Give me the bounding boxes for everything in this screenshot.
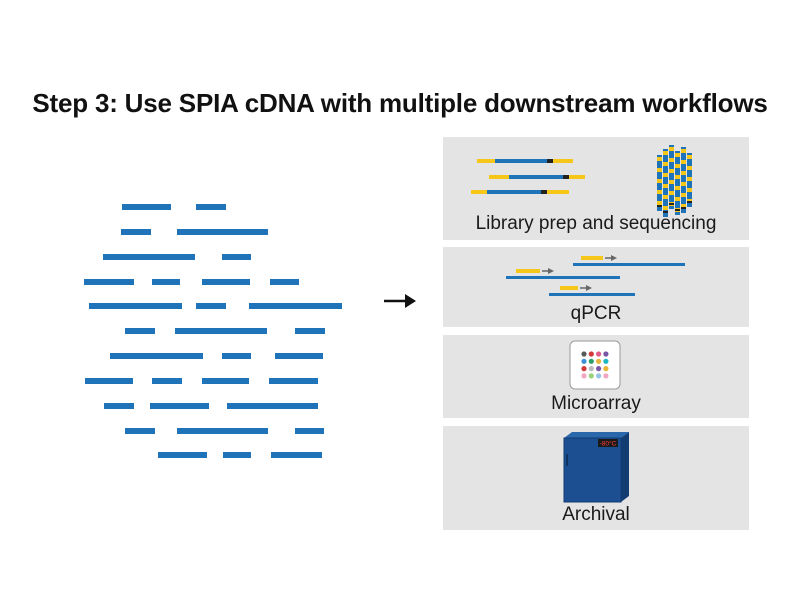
sequencing-cluster xyxy=(657,145,692,217)
cdna-fragment xyxy=(104,403,134,409)
cdna-fragment xyxy=(223,452,251,458)
cdna-fragment xyxy=(152,279,180,285)
panel-library-prep: Library prep and sequencing xyxy=(443,137,749,240)
cdna-fragment xyxy=(103,254,195,260)
cdna-fragments xyxy=(84,204,342,458)
cdna-fragment xyxy=(177,428,268,434)
cdna-fragment xyxy=(158,452,207,458)
cdna-fragment xyxy=(295,428,324,434)
cdna-fragment xyxy=(84,279,134,285)
cdna-fragment xyxy=(222,353,251,359)
panel-archival: -80°C Archival xyxy=(443,426,749,530)
cdna-fragment xyxy=(269,378,318,384)
sequencing-icon xyxy=(471,145,692,217)
microarray-spots xyxy=(581,351,609,379)
freezer-icon: -80°C xyxy=(563,432,629,503)
cdna-fragment xyxy=(295,328,325,334)
cdna-fragment xyxy=(202,378,249,384)
cdna-fragment xyxy=(227,403,318,409)
cdna-fragment xyxy=(175,328,267,334)
panel-label-archival: Archival xyxy=(562,504,630,525)
cdna-fragment xyxy=(270,279,299,285)
qpcr-icon xyxy=(506,255,685,296)
cdna-fragment xyxy=(222,254,251,260)
adapter-ligated-fragments xyxy=(471,159,585,194)
cdna-fragment xyxy=(202,279,250,285)
cdna-fragment xyxy=(125,328,155,334)
cdna-fragment xyxy=(177,229,268,235)
cdna-fragment xyxy=(249,303,342,309)
cdna-fragment xyxy=(121,229,151,235)
panel-microarray: Microarray xyxy=(443,335,749,418)
cdna-fragment xyxy=(275,353,323,359)
cdna-fragment xyxy=(150,403,209,409)
panel-label-qpcr: qPCR xyxy=(570,303,622,324)
cdna-fragment xyxy=(89,303,182,309)
cdna-fragment xyxy=(152,378,182,384)
cdna-fragment xyxy=(196,204,226,210)
cdna-fragment xyxy=(125,428,155,434)
cdna-fragment xyxy=(85,378,133,384)
freezer-display: -80°C xyxy=(600,440,617,448)
diagram-title: Step 3: Use SPIA cDNA with multiple down… xyxy=(32,88,768,118)
panel-qpcr: qPCR xyxy=(443,247,749,327)
cdna-fragment xyxy=(110,353,203,359)
panel-label-microarray: Microarray xyxy=(551,393,641,414)
right-arrow-icon xyxy=(384,294,416,308)
cdna-fragment xyxy=(196,303,226,309)
cdna-fragment xyxy=(122,204,171,210)
cdna-fragment xyxy=(271,452,322,458)
microarray-icon xyxy=(569,340,621,390)
panel-label-library-prep: Library prep and sequencing xyxy=(475,213,717,234)
